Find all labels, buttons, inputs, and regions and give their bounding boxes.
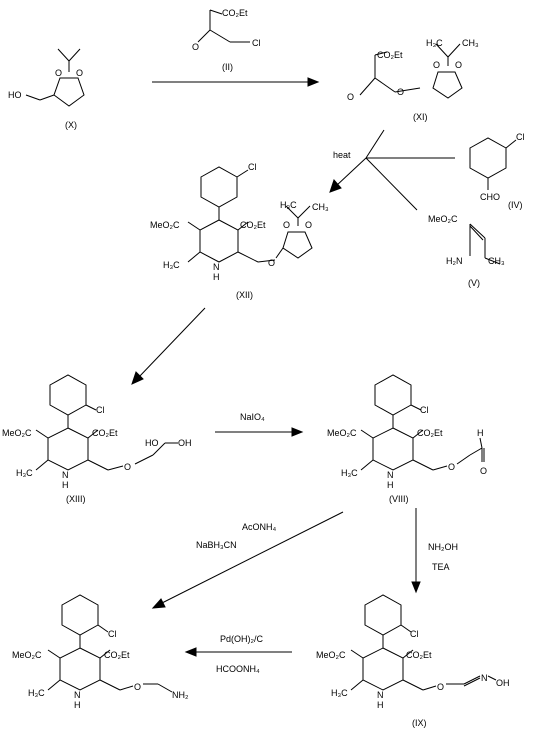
compound-ii: CO₂Et O Cl (II) xyxy=(192,8,261,72)
viii-cho-h: H xyxy=(477,428,484,438)
xiii-h: H xyxy=(62,480,69,490)
arrow-viii-to-product: AcONH₄ NaBH₃CN xyxy=(151,511,344,609)
product-h3c: H₃C xyxy=(28,688,45,698)
xiii-n: N xyxy=(62,470,69,480)
compound-product: Cl MeO₂C CO₂Et H₃C N H O NH₂ xyxy=(12,594,189,710)
reagent-heat: heat xyxy=(333,150,351,160)
viii-h: H xyxy=(387,480,394,490)
xi-o-ether: O xyxy=(397,87,404,97)
viii-h3c: H₃C xyxy=(341,468,358,478)
xiii-meo2c: MeO₂C xyxy=(2,428,32,438)
xii-h3c-ring: H₃C xyxy=(280,200,297,210)
v-ch3: CH₃ xyxy=(488,256,505,266)
arrow-to-xii: heat xyxy=(329,129,455,211)
xi-h3c: H₃C xyxy=(426,38,443,48)
label-xiii: (XIII) xyxy=(66,494,86,504)
product-h: H xyxy=(74,700,81,710)
label-v: (V) xyxy=(468,278,480,288)
viii-co2et: CO₂Et xyxy=(417,428,443,438)
arrow-ix-to-product: Pd(OH)₂/C HCOONH₄ xyxy=(184,634,292,674)
product-cl: Cl xyxy=(108,629,117,639)
ix-cl: Cl xyxy=(410,629,419,639)
xii-h: H xyxy=(213,272,220,282)
ix-h3c: H₃C xyxy=(331,688,348,698)
arrow-viii-to-ix: NH₂OH TEA xyxy=(411,508,458,594)
compound-x: HO O O HO (X) xyxy=(8,48,85,130)
viii-o: O xyxy=(448,462,455,472)
label-viii: (VIII) xyxy=(389,494,409,504)
ii-cl: Cl xyxy=(252,38,261,48)
viii-cho-o: O xyxy=(480,466,487,476)
reagent-nabh3cn: NaBH₃CN xyxy=(196,540,237,550)
xi-ch3: CH₃ xyxy=(462,38,479,48)
viii-cl: Cl xyxy=(420,405,429,415)
ix-n: N xyxy=(377,690,384,700)
ix-h: H xyxy=(377,700,384,710)
iv-cho: CHO xyxy=(480,192,500,202)
product-meo2c: MeO₂C xyxy=(12,650,42,660)
xii-meo2c: MeO₂C xyxy=(150,220,180,230)
compound-viii: Cl MeO₂C CO₂Et H₃C N H O H O (VIII) xyxy=(327,374,487,504)
xi-ring-o2: O xyxy=(455,60,462,70)
ix-oxime-oh: OH xyxy=(496,678,510,688)
xii-ring-o1: O xyxy=(283,220,290,230)
arrow-xii-to-xiii xyxy=(131,307,206,385)
reagent-hcoonh4: HCOONH₄ xyxy=(216,664,260,674)
product-co2et: CO₂Et xyxy=(104,650,130,660)
xii-n: N xyxy=(213,262,220,272)
label-ix: (IX) xyxy=(412,718,427,728)
compound-xiii: Cl MeO₂C CO₂Et H₃C N H O HO OH (XIII) xyxy=(2,374,192,504)
label-xii: (XII) xyxy=(236,290,253,300)
ii-co2et: CO₂Et xyxy=(222,8,248,18)
hydroxyl-text: HO xyxy=(8,90,22,100)
compound-iv: Cl CHO (IV) xyxy=(469,132,525,210)
compound-v: MeO₂C H₂N CH₃ (V) xyxy=(428,214,505,288)
compound-xii: Cl MeO₂C CO₂Et H₃C N H O O O H₃C CH₃ (XI… xyxy=(150,162,329,300)
xiii-cl: Cl xyxy=(96,405,105,415)
ii-o: O xyxy=(192,42,199,52)
xiii-ho: HO xyxy=(145,438,159,448)
xii-co2et: CO₂Et xyxy=(240,220,266,230)
ix-o: O xyxy=(437,682,444,692)
label-iv: (IV) xyxy=(508,200,523,210)
xiii-o: O xyxy=(124,462,131,472)
xii-o: O xyxy=(268,258,275,268)
xi-o-keto: O xyxy=(347,92,354,102)
arrow-xiii-to-viii: NaIO₄ xyxy=(215,412,304,437)
product-nh2: NH₂ xyxy=(172,690,189,700)
viii-meo2c: MeO₂C xyxy=(327,428,357,438)
compound-ix: Cl MeO₂C CO₂Et H₃C N H O N OH (IX) xyxy=(316,594,510,728)
product-n: N xyxy=(74,690,81,700)
iv-cl: Cl xyxy=(516,132,525,142)
reagent-nh2oh: NH₂OH xyxy=(428,542,458,552)
o-left: O xyxy=(55,68,62,78)
product-o: O xyxy=(134,682,141,692)
v-h2n: H₂N xyxy=(446,256,463,266)
xii-ring-o2: O xyxy=(305,220,312,230)
xii-ch3-ring: CH₃ xyxy=(312,202,329,212)
compound-xi: CO₂Et O O O O H₃C CH₃ (XI) xyxy=(347,38,479,122)
xiii-co2et: CO₂Et xyxy=(92,428,118,438)
xi-co2et: CO₂Et xyxy=(377,50,403,60)
o-right: O xyxy=(76,68,83,78)
ix-oxime-n: N xyxy=(481,673,488,683)
xi-ring-o1: O xyxy=(433,60,440,70)
label-xi: (XI) xyxy=(413,112,428,122)
arrow-x-to-xi xyxy=(152,77,320,87)
viii-n: N xyxy=(387,470,394,480)
label-x: (X) xyxy=(65,120,77,130)
reagent-pdoh2c: Pd(OH)₂/C xyxy=(220,634,263,644)
ix-co2et: CO₂Et xyxy=(406,650,432,660)
xii-cl: Cl xyxy=(248,162,257,172)
label-ii: (II) xyxy=(222,62,233,72)
xiii-oh: OH xyxy=(178,438,192,448)
v-meo2c: MeO₂C xyxy=(428,214,458,224)
reagent-tea: TEA xyxy=(432,562,450,572)
xiii-h3c: H₃C xyxy=(16,468,33,478)
ix-meo2c: MeO₂C xyxy=(316,650,346,660)
xii-h3c: H₃C xyxy=(163,260,180,270)
reagent-naio4: NaIO₄ xyxy=(240,412,265,422)
reagent-aconh4: AcONH₄ xyxy=(242,522,277,532)
